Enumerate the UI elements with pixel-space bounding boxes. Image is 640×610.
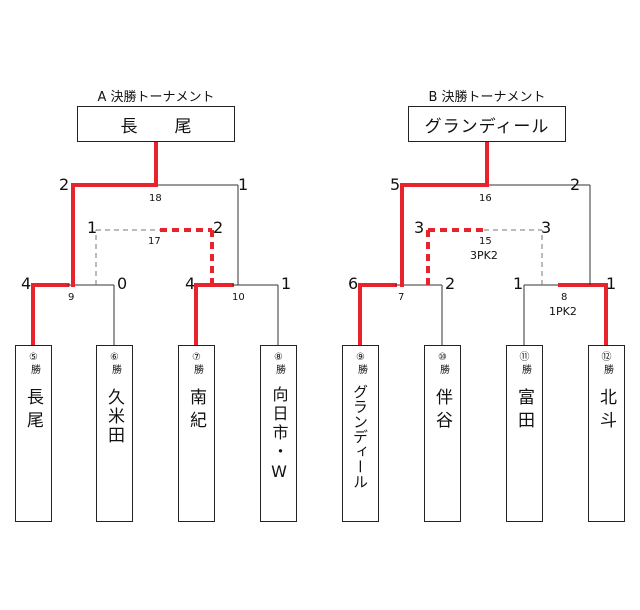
team-card: ⑩ 勝 伴谷 [424, 345, 461, 522]
match-number: 18 [149, 193, 162, 204]
team-seed: ⑥ [110, 352, 119, 363]
score: 4 [185, 274, 196, 293]
team-name: グランディール [351, 384, 369, 489]
team-name: 向日市・W [269, 386, 289, 484]
team-name: 南紀 [186, 388, 206, 434]
score: 6 [348, 274, 359, 293]
bracket-a-champion-name: 長 尾 [120, 116, 202, 137]
team-seed: ⑩ [438, 352, 447, 363]
score: 2 [445, 274, 456, 293]
team-card: ⑦ 勝 南紀 [178, 345, 215, 522]
match-number: 8 [561, 292, 568, 303]
team-name: 久米田 [104, 388, 124, 445]
team-seed: ⑤ [29, 352, 38, 363]
team-name: 伴谷 [432, 388, 452, 434]
team-win-mark: 勝 [519, 364, 531, 374]
pk-note: 3PK2 [470, 249, 498, 262]
team-seed: ⑦ [192, 352, 201, 363]
bracket-a-caption: A 決勝トーナメント [97, 90, 215, 105]
team-card: ⑨ 勝 グランディール [342, 345, 379, 522]
score: 3 [541, 218, 552, 237]
team-win-mark: 勝 [109, 364, 121, 374]
bracket-a-champion-box: 長 尾 [77, 106, 235, 142]
score: 2 [213, 218, 224, 237]
match-number: 7 [398, 292, 405, 303]
score: 2 [59, 175, 70, 194]
score: 0 [117, 274, 128, 293]
team-win-mark: 勝 [273, 364, 285, 374]
match-number: 15 [479, 236, 492, 247]
score: 3 [414, 218, 425, 237]
bracket-b-caption: B 決勝トーナメント [428, 90, 546, 105]
team-seed: ⑨ [356, 352, 365, 363]
team-name: 富田 [514, 388, 534, 434]
team-card: ⑫ 勝 北斗 [588, 345, 625, 522]
score: 4 [21, 274, 32, 293]
score: 1 [87, 218, 98, 237]
match-number: 17 [148, 236, 161, 247]
match-number: 9 [68, 292, 75, 303]
bracket-b-champion-box: グランディール [408, 106, 566, 142]
team-card: ⑧ 勝 向日市・W [260, 345, 297, 522]
team-win-mark: 勝 [601, 364, 613, 374]
team-name: 北斗 [596, 388, 616, 434]
score: 1 [513, 274, 524, 293]
team-card: ⑥ 勝 久米田 [96, 345, 133, 522]
bracket-b-champion-name: グランディール [424, 116, 550, 137]
team-seed: ⑧ [274, 352, 283, 363]
team-card: ⑤ 勝 長尾 [15, 345, 52, 522]
team-seed: ⑪ [519, 352, 530, 363]
score: 2 [570, 175, 581, 194]
score: 1 [238, 175, 249, 194]
score: 5 [390, 175, 401, 194]
match-number: 16 [479, 193, 492, 204]
pk-note: 1PK2 [549, 305, 577, 318]
team-card: ⑪ 勝 富田 [506, 345, 543, 522]
match-number: 10 [232, 292, 245, 303]
team-win-mark: 勝 [191, 364, 203, 374]
team-name: 長尾 [23, 388, 43, 434]
team-win-mark: 勝 [437, 364, 449, 374]
team-seed: ⑫ [601, 352, 612, 363]
score: 1 [606, 274, 617, 293]
team-win-mark: 勝 [28, 364, 40, 374]
team-win-mark: 勝 [355, 364, 367, 374]
score: 1 [281, 274, 292, 293]
